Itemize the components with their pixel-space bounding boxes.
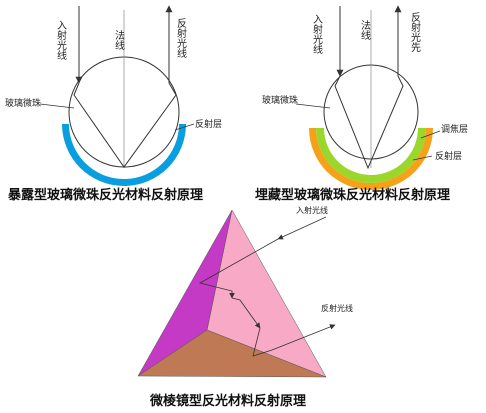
bead-label: 玻璃微珠	[262, 94, 298, 106]
reflected-ray-label: 反射光线	[175, 18, 187, 58]
layer-label: 反射层	[435, 150, 462, 162]
normal-label: 法线	[359, 19, 371, 40]
incident-ray-label: 入射光线	[55, 20, 67, 60]
layer-leader	[174, 123, 195, 131]
incident-ray-label: 入射光线	[296, 205, 328, 215]
microprism-diagram: 入射光线 反射光线 微棱镜型反光材料反射原理	[137, 205, 353, 409]
exposed-bead-diagram: 入射光线 法线 反射光线 玻璃微珠 反射层 暴露型玻璃微珠反光材料反射原理	[5, 5, 222, 203]
caption-microprism: 微棱镜型反光材料反射原理	[149, 393, 306, 409]
refracted-path	[73, 82, 177, 168]
embedded-bead-diagram: 入射光线 法线 反射光先 玻璃微珠 调焦层 反射层 埋藏型玻璃微珠反光材料反射原…	[255, 5, 468, 203]
reflective-layer-arc	[309, 128, 433, 190]
bead-leader	[39, 103, 75, 109]
reflected-ray-label: 反射光线	[321, 303, 353, 313]
focus-leader	[420, 130, 441, 139]
caption-embedded: 埋藏型玻璃微珠反光材料反射原理	[255, 187, 450, 203]
reflected-ray	[252, 324, 336, 357]
reflected-ray-label: 反射光先	[409, 12, 421, 53]
focus-label: 调焦层	[441, 123, 468, 135]
refracted-path	[334, 75, 404, 170]
caption-exposed: 暴露型玻璃微珠反光材料反射原理	[7, 187, 203, 203]
focus-layer-arc	[316, 128, 426, 183]
reflective-layer-arc	[62, 124, 186, 186]
layer-leader	[412, 155, 433, 161]
layer-label: 反射层	[195, 118, 222, 130]
prism-base-face	[137, 329, 327, 378]
normal-label: 法线	[113, 29, 125, 50]
bead-label: 玻璃微珠	[5, 97, 41, 109]
incident-ray-label: 入射光线	[311, 14, 323, 54]
incident-ray	[277, 216, 327, 240]
bead-leader	[295, 103, 331, 109]
internal-path-2	[231, 297, 261, 329]
internal-path	[198, 238, 279, 299]
